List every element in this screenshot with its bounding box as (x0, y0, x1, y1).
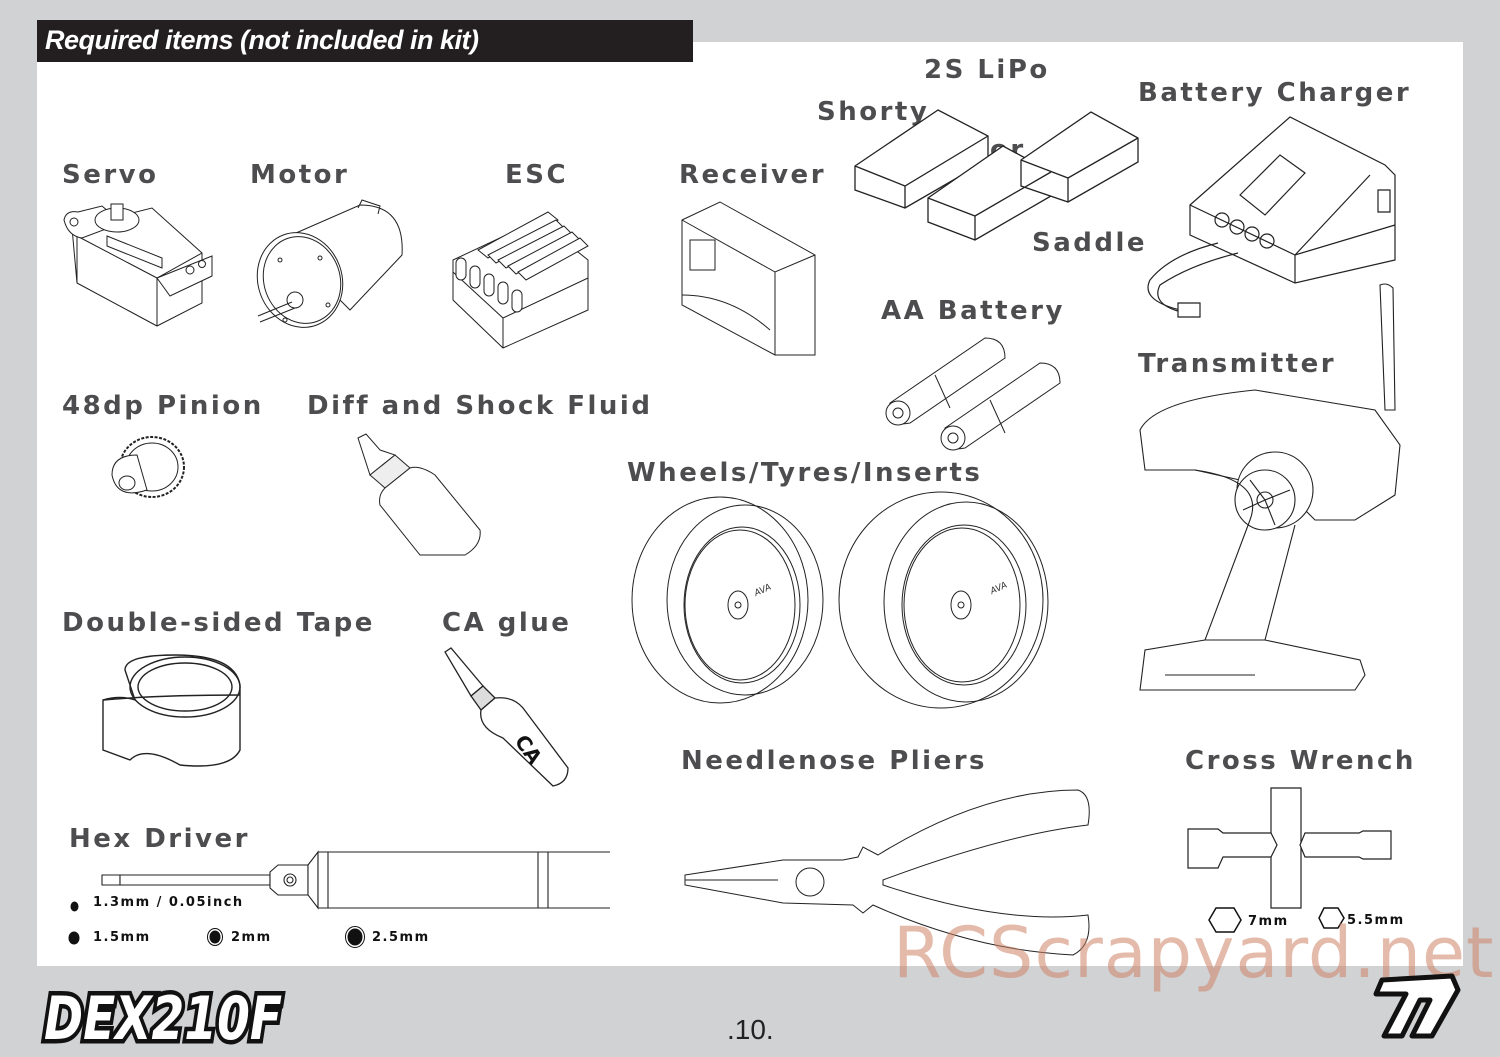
receiver-label: Receiver (679, 160, 827, 190)
cross-wrench-label: Cross Wrench (1185, 746, 1416, 776)
transmitter-label: Transmitter (1138, 349, 1337, 379)
lipo-battery-icon (853, 108, 1143, 248)
hex-7mm-icon (1208, 906, 1243, 934)
hex-driver-size-2-5mm: 2.5mm (372, 930, 430, 945)
td-logo (1372, 970, 1462, 1040)
cross-wrench-size-7mm: 7mm (1248, 914, 1289, 929)
hex-5-5mm-icon (1318, 906, 1345, 930)
pinion-gear-icon (107, 435, 187, 505)
hex-dot-1-3mm-icon (70, 897, 79, 912)
pliers-label: Needlenose Pliers (681, 746, 988, 776)
ca-glue-icon: CA (443, 648, 573, 788)
hex-driver-icon (100, 850, 610, 912)
cross-wrench-icon (1187, 787, 1392, 909)
ca-glue-label: CA glue (442, 608, 572, 638)
fluid-label: Diff and Shock Fluid (307, 391, 653, 421)
section-header: Required items (not included in kit) (37, 20, 693, 62)
fluid-bottle-icon (350, 430, 485, 560)
cross-wrench-size-5-5mm: 5.5mm (1347, 913, 1405, 928)
lipo-shorty-label: Shorty (817, 97, 930, 127)
tape-label: Double-sided Tape (62, 608, 375, 638)
esc-label: ESC (505, 160, 569, 190)
transmitter-icon (1135, 280, 1405, 710)
hex-dot-1-5mm-icon (68, 930, 80, 945)
lipo-label: 2S LiPo (924, 55, 1050, 85)
aa-battery-label: AA Battery (881, 296, 1065, 326)
receiver-icon (680, 200, 820, 358)
battery-charger-icon (1130, 115, 1405, 330)
wheels-label: Wheels/Tyres/Inserts (627, 458, 983, 488)
dex210f-logo-text: DEX210F (44, 984, 282, 1046)
esc-icon (448, 200, 593, 350)
hex-dot-2mm-icon (207, 928, 223, 946)
pinion-label: 48dp Pinion (62, 391, 264, 421)
aa-battery-icon (880, 333, 1065, 453)
charger-label: Battery Charger (1138, 78, 1412, 108)
hex-driver-size-2mm: 2mm (231, 930, 272, 945)
tape-roll-icon (100, 655, 250, 770)
wheel-icon: AVA (836, 490, 1051, 710)
motor-icon (250, 200, 410, 330)
hex-driver-size-1-5mm: 1.5mm (93, 930, 151, 945)
motor-label: Motor (250, 160, 350, 190)
pliers-icon (683, 785, 1093, 960)
hex-dot-2-5mm-icon (345, 926, 365, 948)
dex210f-logo: DEX210F (40, 980, 288, 1057)
servo-icon (62, 198, 217, 328)
servo-label: Servo (62, 160, 159, 190)
page-number: .10. (727, 1014, 774, 1045)
wheel-icon: AVA (630, 495, 825, 705)
hex-driver-size-1-3mm: 1.3mm / 0.05inch (93, 895, 244, 910)
hex-driver-label: Hex Driver (69, 824, 250, 854)
section-title: Required items (not included in kit) (45, 25, 479, 55)
lipo-saddle-label: Saddle (1032, 228, 1148, 258)
